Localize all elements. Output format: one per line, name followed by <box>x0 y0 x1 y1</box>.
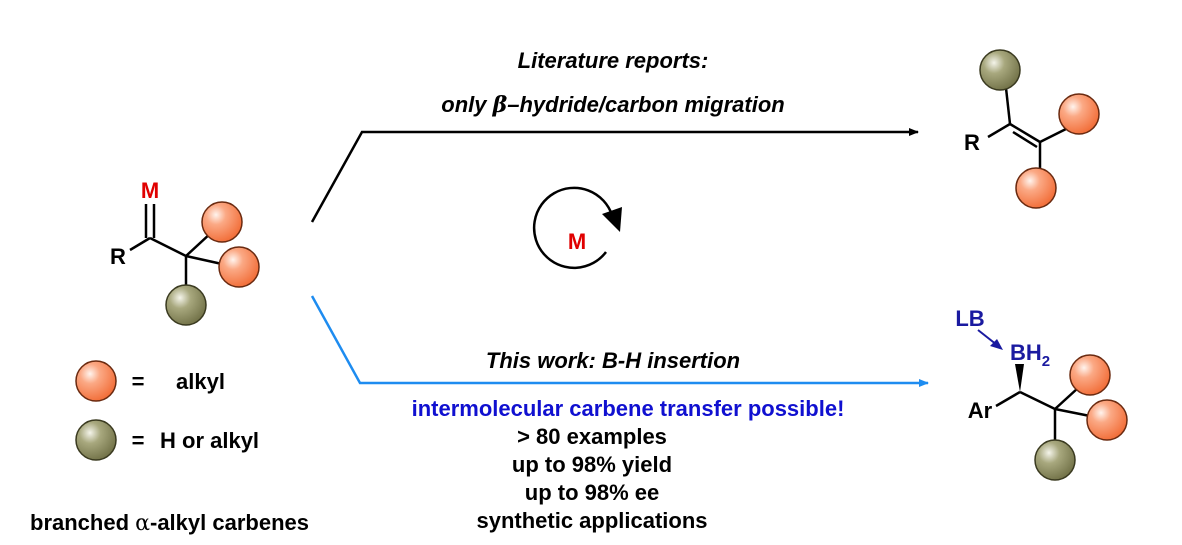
migration-label: only β–hydride/carbon migration <box>441 92 784 118</box>
dative-bond-head <box>990 339 1003 350</box>
this-work-label: This work: B-H insertion <box>486 348 740 373</box>
reactant-structure: M R <box>110 178 260 326</box>
top-pathway: Literature reports: only β–hydride/carbo… <box>310 48 919 223</box>
bond-quaternary <box>1019 390 1056 411</box>
legend-alkyl-sphere <box>75 360 117 402</box>
alkyl-sphere <box>218 246 260 288</box>
bond-q-1 <box>1054 387 1079 410</box>
intermolecular-highlight: intermolecular carbene transfer possible… <box>412 396 845 421</box>
bottom-pathway: This work: B-H insertion intermolecular … <box>310 295 929 533</box>
bond-carbon <box>149 236 187 258</box>
h-or-alkyl-sphere <box>1034 439 1076 481</box>
r-label: R <box>110 244 126 269</box>
legend-alkyl-label: alkyl <box>176 369 225 394</box>
bottom-product-structure: LB BH2 Ar <box>955 306 1128 481</box>
alkene-bond-right <box>1039 126 1069 144</box>
bh2-label: BH2 <box>1010 340 1050 370</box>
alkene-r-label: R <box>964 130 980 155</box>
legend-equals: = <box>132 369 145 394</box>
wedge-bond <box>1015 364 1024 392</box>
legend: = alkyl = H or alkyl <box>75 360 259 461</box>
legend-h-or-alkyl-label: H or alkyl <box>160 428 259 453</box>
legend-h-or-alkyl-sphere <box>75 419 117 461</box>
literature-reports-label: Literature reports: <box>518 48 709 73</box>
bullet-applications: synthetic applications <box>476 508 707 533</box>
cycle-metal-label: M <box>568 229 586 254</box>
cycle-arrow <box>532 186 614 270</box>
h-or-alkyl-sphere <box>165 284 207 326</box>
alkene-bond-top <box>1004 87 1012 125</box>
alkyl-sphere <box>1058 93 1100 135</box>
catalyst-cycle: M <box>532 186 622 270</box>
top-product-structure: R <box>964 49 1100 209</box>
legend-equals: = <box>132 428 145 453</box>
bond-ar <box>995 390 1021 408</box>
bottom-arrow <box>310 295 929 387</box>
reactant-caption: branched α-alkyl carbenes <box>30 510 309 536</box>
bullet-ee: up to 98% ee <box>525 480 659 505</box>
lb-label: LB <box>955 306 984 331</box>
alkene-double-a <box>1009 122 1041 144</box>
h-or-alkyl-sphere <box>979 49 1021 91</box>
ar-label: Ar <box>968 398 993 423</box>
alkene-bond-r <box>987 122 1011 139</box>
bond-r <box>129 236 151 252</box>
bullet-yield: up to 98% yield <box>512 452 672 477</box>
bullet-examples: > 80 examples <box>517 424 667 449</box>
alkene-double-b <box>1012 130 1038 149</box>
bond-q-2 <box>1054 407 1091 418</box>
top-arrow <box>310 128 919 223</box>
cycle-arrow-head <box>602 207 622 232</box>
alkyl-sphere <box>1069 354 1111 396</box>
bond-sub-2 <box>185 254 223 266</box>
alkyl-sphere <box>1015 167 1057 209</box>
metal-label: M <box>141 178 159 203</box>
alkyl-sphere <box>201 201 243 243</box>
alkyl-sphere <box>1086 399 1128 441</box>
